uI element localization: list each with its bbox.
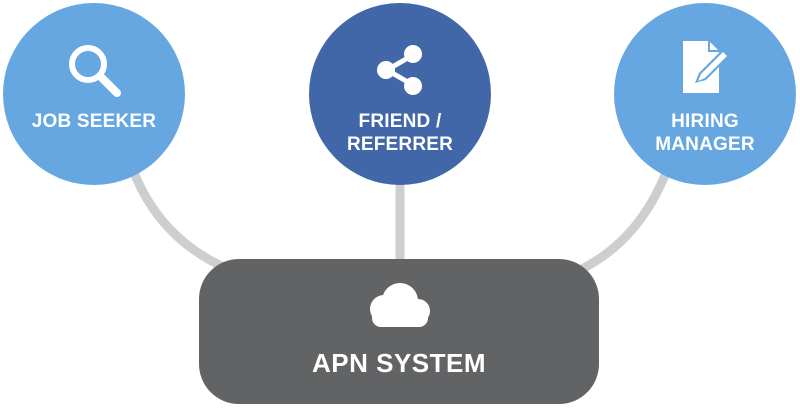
system-box: APN SYSTEM [199,259,599,404]
node-label-hiring-manager: HIRING MANAGER [655,111,755,155]
cloud-icon [370,283,430,327]
share-icon [377,45,422,95]
system-label: APN SYSTEM [311,348,487,378]
node-label-friend-referrer: FRIEND / REFERRER [346,111,454,155]
document-edit-icon [683,41,730,93]
connector-job-seeker [128,165,235,275]
node-label-job-seeker: JOB SEEKER [31,111,157,132]
node-hiring-manager: HIRING MANAGER [614,3,796,185]
node-friend-referrer: FRIEND / REFERRER [309,3,491,185]
connector-hiring-manager [575,165,672,275]
magnifier-icon [69,45,121,97]
node-job-seeker: JOB SEEKER [3,3,185,185]
